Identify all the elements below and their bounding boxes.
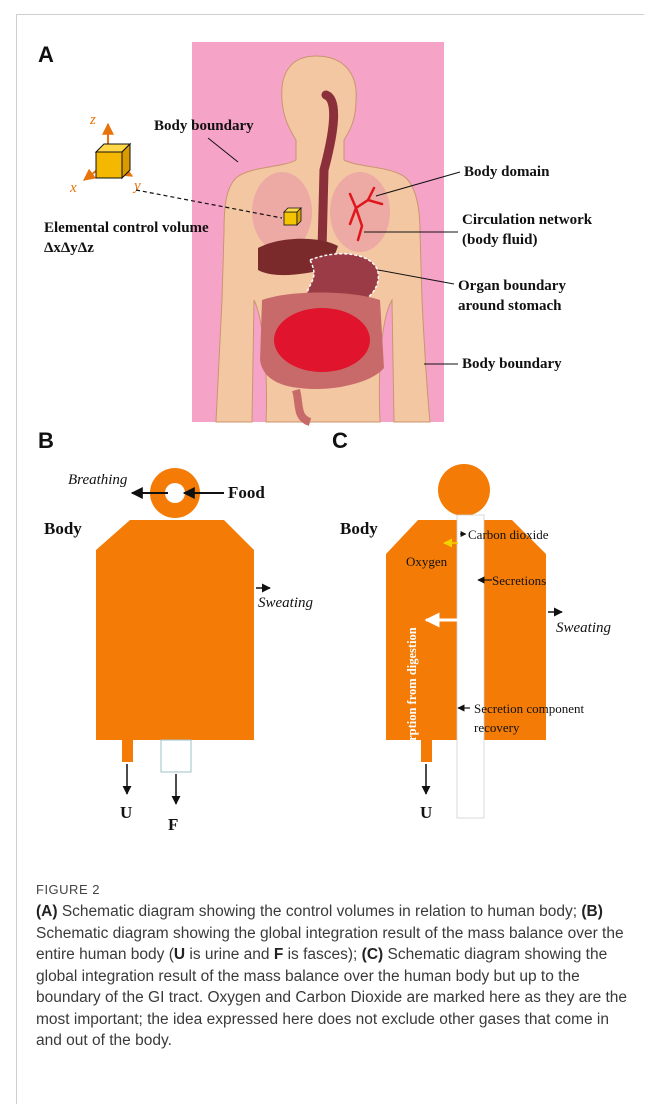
c-sweating-label: Sweating <box>556 620 611 636</box>
label-body-boundary-top: Body boundary <box>154 118 254 134</box>
c-recovery-label-1: Secretion component <box>474 701 584 716</box>
panel-b-letter: B <box>38 428 54 453</box>
caption-segment-0: Schematic diagram showing the control vo… <box>58 903 582 920</box>
right-lung <box>330 172 390 252</box>
c-co2-label: Carbon dioxide <box>468 527 549 542</box>
caption-bold-0: (A) <box>36 903 58 920</box>
label-circulation-1: Circulation network <box>462 212 593 228</box>
c-recovery-label-2: recovery <box>474 720 520 735</box>
control-volume-cube <box>96 144 130 178</box>
b-breathing-label: Breathing <box>68 472 128 488</box>
axis-y-label: y <box>132 178 141 194</box>
small-intestine <box>274 308 370 372</box>
axis-z-label: z <box>89 112 96 128</box>
b-feces-outlet <box>161 740 191 772</box>
c-absorption-label: Absorption from digestion <box>405 627 419 768</box>
c-urine-outlet <box>421 740 432 762</box>
b-sweating-label: Sweating <box>258 595 313 611</box>
c-u-label: U <box>420 803 432 822</box>
label-elemental-2: ΔxΔyΔz <box>44 240 94 256</box>
caption-label: FIGURE 2 <box>36 882 628 897</box>
caption-text: (A) Schematic diagram showing the contro… <box>36 901 628 1052</box>
b-f-label: F <box>168 815 178 834</box>
panel-b-body <box>96 468 254 772</box>
caption-bold-1: (B) <box>581 903 603 920</box>
panel-a-letter: A <box>38 42 54 67</box>
caption-segment-3: is fasces); <box>283 946 361 963</box>
label-body-domain: Body domain <box>464 164 550 180</box>
caption-bold-2: U <box>174 946 185 963</box>
c-oxygen-label: Oxygen <box>406 554 448 569</box>
caption-segment-2: is urine and <box>185 946 274 963</box>
b-body-label: Body <box>44 519 82 538</box>
figure-caption: FIGURE 2 (A) Schematic diagram showing t… <box>36 882 628 1052</box>
c-head <box>438 464 490 516</box>
axis-x-label: x <box>69 180 77 196</box>
label-organ-2: around stomach <box>458 298 562 314</box>
label-elemental-1: Elemental control volume <box>44 220 209 236</box>
label-body-boundary-bottom: Body boundary <box>462 356 562 372</box>
c-body-label: Body <box>340 519 378 538</box>
label-organ-1: Organ boundary <box>458 278 566 294</box>
figure-svg: A z y x <box>0 0 646 860</box>
b-urine-outlet <box>122 740 133 762</box>
c-secretions-label: Secretions <box>492 573 546 588</box>
caption-bold-3: F <box>274 946 283 963</box>
panel-c-letter: C <box>332 428 348 453</box>
b-u-label: U <box>120 803 132 822</box>
b-food-label: Food <box>228 483 265 502</box>
small-cube <box>284 208 301 225</box>
caption-bold-4: (C) <box>362 946 384 963</box>
b-torso <box>96 520 254 740</box>
c-gi-tract <box>457 515 484 818</box>
label-circulation-2: (body fluid) <box>462 232 537 248</box>
